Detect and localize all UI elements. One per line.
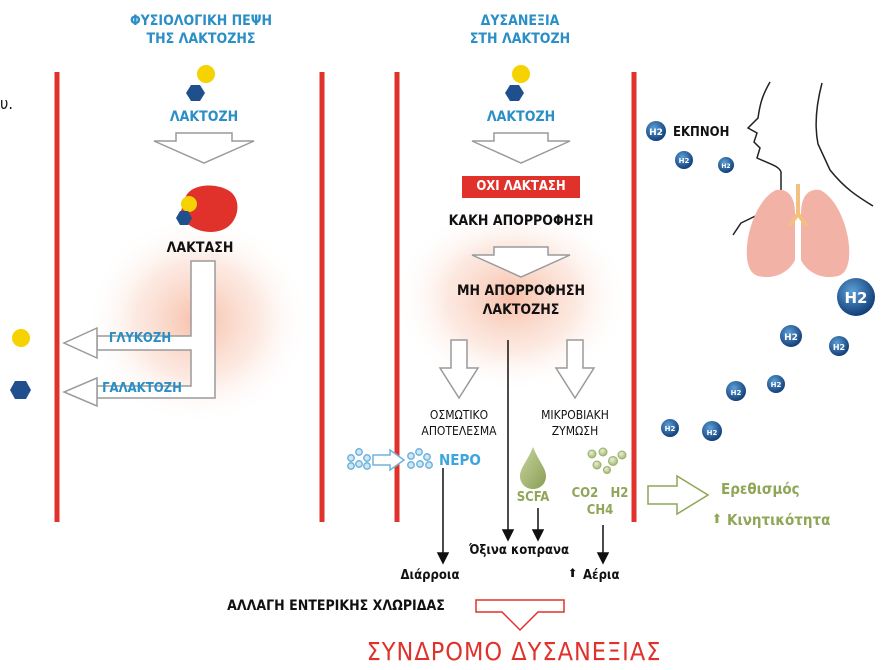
exhalation-label: ΕΚΠΝΟΗ bbox=[673, 125, 730, 140]
h2-label: H2 bbox=[707, 429, 718, 437]
h2-label: H2 bbox=[784, 333, 798, 343]
h2-molecule-icon bbox=[829, 336, 849, 356]
osmotic-line1: ΟΣΜΩΤΙΚΟ bbox=[429, 408, 489, 422]
out-galactose-icon bbox=[10, 381, 31, 399]
output-pipe bbox=[96, 260, 216, 399]
h2-molecule-icon bbox=[702, 421, 722, 441]
syndrome-arrow bbox=[475, 599, 565, 632]
glucose-label: ΓΛΥΚΟΖΗ bbox=[108, 331, 172, 346]
h2-molecule-icon bbox=[780, 325, 802, 347]
lactase-enzyme-icon bbox=[180, 185, 238, 233]
down-arrow-mid-1 bbox=[471, 132, 571, 164]
syndrome-label: ΣΥΝΔΡΟΜΟ ΔΥΣΑΝΕΞΙΑΣ bbox=[366, 637, 662, 666]
left-title-line2: ΤΗΣ ΛΑΚΤΟΖΗΣ bbox=[146, 31, 256, 47]
gases-line2: CH4 bbox=[586, 503, 614, 518]
glucose-circle-icon bbox=[197, 65, 215, 83]
irritation-label: Ερεθισμός bbox=[721, 480, 800, 498]
no-lactase-box bbox=[462, 176, 580, 198]
bad-absorption-label: ΚΑΚΗ ΑΠΟΡΡΟΦΗΣΗ bbox=[448, 213, 594, 229]
scfa-label: SCFA bbox=[516, 490, 550, 505]
gases-label: Αέρια bbox=[583, 568, 620, 583]
water-arrow bbox=[372, 448, 406, 472]
down-arrow-microbial bbox=[554, 339, 596, 400]
motility-up-arrow: ⬆ bbox=[712, 512, 722, 527]
edge-text: υ. bbox=[0, 94, 13, 113]
microbial-line2: ΖΥΜΩΣΗ bbox=[551, 424, 599, 438]
out-glucose-icon bbox=[12, 329, 30, 347]
mid-glucose-circle-icon bbox=[512, 65, 530, 83]
thin-arrows bbox=[436, 340, 610, 565]
h2-label: H2 bbox=[721, 163, 730, 170]
h2-label: H2 bbox=[845, 289, 868, 307]
left-arrow-galactose bbox=[62, 376, 98, 408]
h2-molecule-icon bbox=[726, 381, 746, 401]
h2-label: H2 bbox=[731, 389, 742, 397]
water-droplets-icon bbox=[347, 448, 433, 470]
mid-lactose-label: ΛΑΚΤΟΖΗ bbox=[486, 109, 556, 125]
diarrhea-label: Διάρροια bbox=[400, 568, 460, 583]
gases-line1: CO2 H2 bbox=[571, 486, 629, 501]
h2-molecule-icon bbox=[661, 419, 679, 437]
down-arrow-left bbox=[153, 132, 255, 164]
gas-bubbles-icon bbox=[587, 447, 627, 474]
flora-change-label: ΑΛΛΑΓΗ ΕΝΤΕΡΙΚΗΣ ΧΛΩΡΙΔΑΣ bbox=[227, 598, 445, 614]
microbial-line1: ΜΙΚΡΟΒΙΑΚΗ bbox=[541, 408, 609, 422]
left-arrow-glucose bbox=[62, 326, 98, 360]
gases-up-arrow: ⬆ bbox=[568, 566, 578, 580]
down-arrow-mid-2 bbox=[471, 246, 571, 278]
lungs-icon bbox=[746, 184, 850, 278]
h2-molecule-icon bbox=[646, 121, 666, 141]
mid-title-line1: ΔΥΣΑΝΕΞΙΑ bbox=[480, 13, 560, 29]
acidic-stool-label: Όξινα κοπρανα bbox=[469, 543, 569, 558]
down-arrow-osmotic bbox=[438, 339, 480, 400]
non-absorption-line2: ΛΑΚΤΟΖΗΣ bbox=[482, 302, 560, 318]
h2-molecule-icon bbox=[675, 151, 693, 169]
mid-title-line2: ΣΤΗ ΛΑΚΤΟΖΗ bbox=[469, 31, 571, 47]
irritation-arrow bbox=[647, 474, 710, 516]
left-lactose-label: ΛΑΚΤΟΖΗ bbox=[169, 109, 239, 125]
h2-label: H2 bbox=[679, 157, 690, 165]
osmotic-line2: ΑΠΟΤΕΛΕΣΜΑ bbox=[421, 424, 497, 438]
left-title-line1: ΦΥΣΙΟΛΟΓΙΚΗ ΠΕΨΗ bbox=[129, 13, 273, 29]
neck-right-line bbox=[815, 82, 874, 207]
h2-label: H2 bbox=[665, 425, 676, 433]
h2-molecule-icon bbox=[767, 375, 785, 393]
lactase-galactose-icon bbox=[176, 211, 192, 225]
galactose-label: ΓΑΛΑΚΤΟΖΗ bbox=[102, 381, 182, 396]
scfa-droplet-icon bbox=[520, 447, 546, 489]
lactase-glucose-icon bbox=[181, 196, 197, 212]
h2-label: H2 bbox=[649, 128, 663, 138]
h2-label: H2 bbox=[771, 381, 782, 389]
h2-molecule-icon bbox=[718, 157, 734, 173]
non-absorption-line1: ΜΗ ΑΠΟΡΡΟΦΗΣΗ bbox=[456, 283, 586, 299]
h2-molecule-icon bbox=[837, 278, 875, 316]
lactase-label: ΛΑΚΤΑΣΗ bbox=[166, 240, 234, 256]
no-lactase-label: ΟΧΙ ΛΑΚΤΑΣΗ bbox=[476, 179, 566, 194]
galactose-hexagon-icon bbox=[186, 85, 205, 101]
mid-galactose-hexagon-icon bbox=[505, 85, 524, 101]
motility-label: Κινητικότητα bbox=[727, 511, 831, 529]
water-label: ΝΕΡΟ bbox=[439, 451, 481, 469]
h2-label: H2 bbox=[833, 343, 845, 352]
